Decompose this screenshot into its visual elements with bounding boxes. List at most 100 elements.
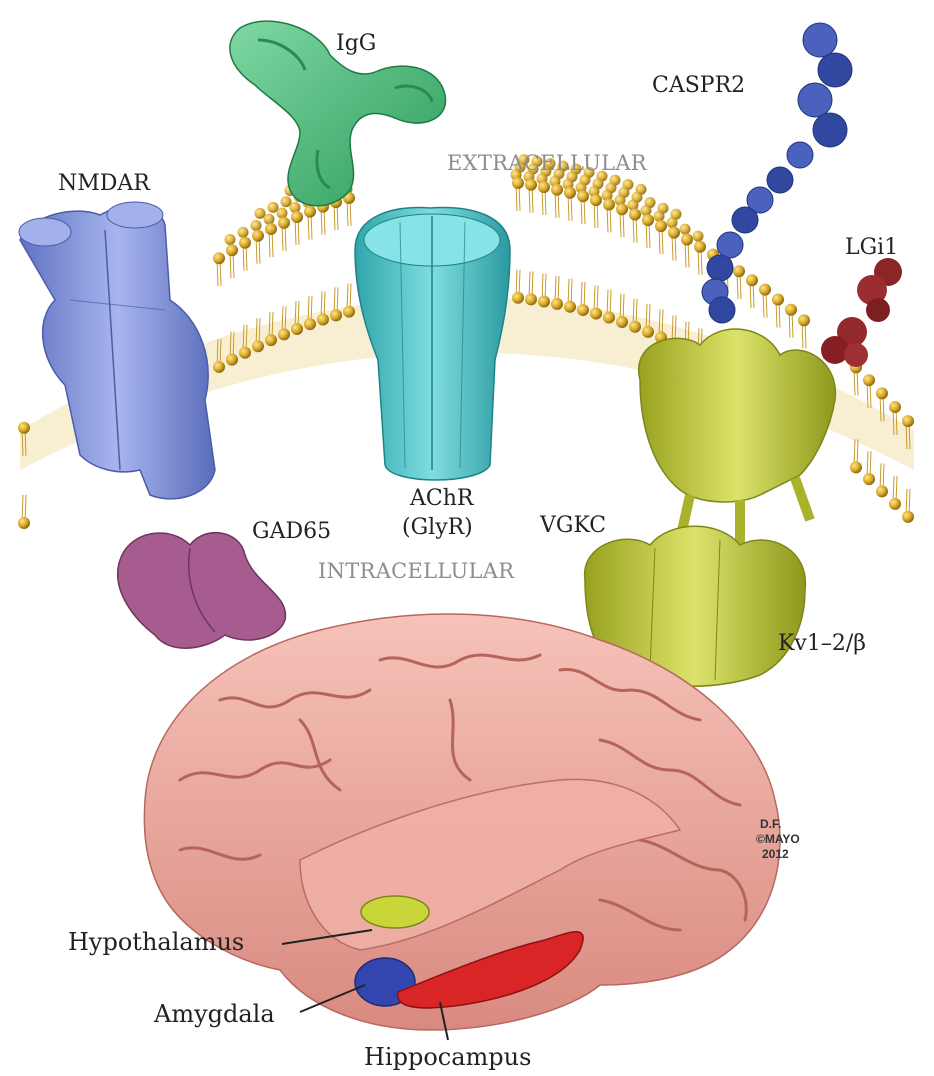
lipid-head [603, 312, 615, 324]
label-gad65: GAD65 [252, 519, 331, 544]
lipid-head [590, 308, 602, 320]
hypothalamus-region [361, 896, 429, 928]
caspr2-bead [717, 232, 743, 258]
lipid-head [564, 187, 576, 199]
label-hypothalamus: Hypothalamus [68, 928, 244, 956]
lipid-head [889, 401, 901, 413]
lipid-head [641, 205, 652, 216]
caspr2-bead [813, 113, 847, 147]
lipid-head [603, 199, 615, 211]
lipid-head [18, 517, 30, 529]
lipid-head [268, 202, 279, 213]
label-glyr: (GlyR) [402, 515, 473, 540]
label-intracellular: INTRACELLULAR [318, 559, 515, 583]
lipid-head [238, 227, 249, 238]
lipid-head [629, 208, 641, 220]
lipid-head [304, 318, 316, 330]
credit-line-3: 2012 [762, 847, 789, 861]
lipid-head [317, 314, 329, 326]
vgkc-alpha-subunits [639, 329, 836, 502]
lipid-head [616, 316, 628, 328]
lipid-head [642, 214, 654, 226]
caspr2-bead [787, 142, 813, 168]
lipid-head [551, 298, 563, 310]
lipid-head [18, 422, 30, 434]
caspr2-bead [709, 297, 735, 323]
label-caspr2: CASPR2 [652, 73, 745, 98]
lipid-head [863, 374, 875, 386]
lipid-head [225, 234, 236, 245]
lipid-head [680, 224, 691, 235]
lipid-head [681, 233, 693, 245]
lipid-head [226, 244, 238, 256]
lgi1-bead [866, 298, 890, 322]
lipid-head [252, 340, 264, 352]
lipid-head [330, 309, 342, 321]
lgi1-protein [821, 258, 902, 367]
nmdar-subunit-top [19, 218, 71, 246]
lipid-head [642, 326, 654, 338]
label-lgi1: LGi1 [845, 235, 898, 260]
credit-line-1: D.F. [760, 817, 781, 831]
achr-receptor [355, 207, 510, 480]
credit-line-2: ©MAYO [756, 832, 800, 846]
label-extracellular: EXTRACELLULAR [447, 151, 648, 175]
label-vgkc: VGKC [539, 513, 606, 538]
lipid-head [876, 387, 888, 399]
lipid-head [278, 217, 290, 229]
lipid-head [512, 292, 524, 304]
caspr2-protein [702, 23, 852, 323]
lipid-head [278, 328, 290, 340]
lipid-head [291, 323, 303, 335]
lipid-head [265, 334, 277, 346]
lipid-head [239, 237, 251, 249]
lipid-head [654, 211, 665, 222]
caspr2-bead [798, 83, 832, 117]
label-amygdala: Amygdala [153, 1000, 275, 1028]
lipid-head [277, 208, 288, 219]
lipid-head [694, 241, 706, 253]
gad65-shape [118, 533, 286, 649]
lgi1-bead [821, 336, 849, 364]
lipid-head [291, 211, 303, 223]
lipid-head [239, 347, 251, 359]
lipid-head [264, 214, 275, 225]
lipid-head [863, 473, 875, 485]
lipid-head [577, 304, 589, 316]
lipid-head [850, 461, 862, 473]
lipid-head [226, 354, 238, 366]
caspr2-bead [803, 23, 837, 57]
lipid-head [902, 415, 914, 427]
lipid-head [564, 301, 576, 313]
gad65-enzyme [118, 533, 286, 649]
lipid-head [693, 231, 704, 242]
label-igg: IgG [336, 31, 376, 56]
lipid-head [590, 194, 602, 206]
caspr2-bead [732, 207, 758, 233]
lipid-head [798, 314, 810, 326]
lipid-head [265, 223, 277, 235]
lipid-head [512, 177, 524, 189]
lipid-head [655, 220, 667, 232]
artist-credit: D.F. ©MAYO 2012 [756, 817, 800, 861]
caspr2-bead [818, 53, 852, 87]
lipid-head [629, 321, 641, 333]
lipid-head [538, 181, 550, 193]
caspr2-bead [707, 255, 733, 281]
lipid-head [538, 295, 550, 307]
lipid-head [525, 179, 537, 191]
lipid-head [281, 196, 292, 207]
lipid-head [213, 361, 225, 373]
lipid-head [343, 306, 355, 318]
lipid-head [746, 274, 758, 286]
lipid-head [876, 485, 888, 497]
label-achr: AChR [409, 486, 475, 511]
label-kv1-2-beta: Kv1–2/β [778, 631, 866, 656]
lipid-head [667, 217, 678, 228]
lipid-head [733, 265, 745, 277]
lgi1-bead [844, 343, 868, 367]
lipid-head [772, 293, 784, 305]
lipid-head [304, 206, 316, 218]
